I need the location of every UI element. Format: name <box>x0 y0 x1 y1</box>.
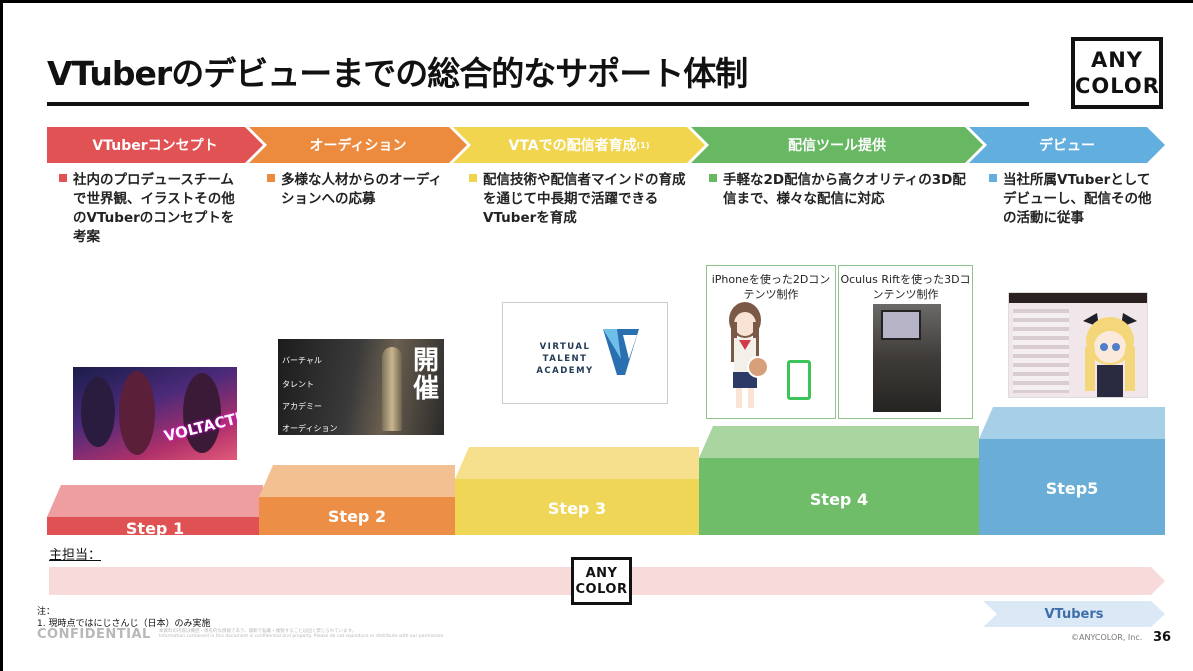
vta-wordmark: VIRTUAL TALENT ACADEMY <box>525 341 605 377</box>
phase-description-concept: 社内のプロデュースチームで世界観、イラストその他のVTuberのコンセプトを考案 <box>59 171 249 247</box>
page-number: 36 <box>1153 630 1172 645</box>
character-silhouette <box>183 373 221 453</box>
poster-big-text: 開催 <box>412 346 439 404</box>
description-text: 手軽な2D配信から高クオリティの3D配信まで、様々な配信に対応 <box>723 172 966 207</box>
poster-line: アカデミー <box>282 402 322 411</box>
poster-line: タレント <box>282 380 314 389</box>
step-label: Step 2 <box>327 506 387 526</box>
step-label: Step5 <box>1045 479 1099 498</box>
step-3-block: Step 3 <box>455 479 699 535</box>
vtuber-avatar-illustration <box>1083 313 1137 397</box>
card-2d-content: iPhoneを使った2Dコンテンツ制作 <box>706 265 836 419</box>
vta-emblem-icon <box>603 329 639 375</box>
phase-description-tools: 手軽な2D配信から高クオリティの3D配信まで、様々な配信に対応 <box>709 171 971 209</box>
step-5-top <box>979 407 1165 439</box>
owner-label: 主担当： <box>49 548 102 563</box>
bullet-square-icon <box>59 174 67 182</box>
phase-label: VTuberコンセプト <box>92 138 218 154</box>
microphone-icon <box>382 347 402 431</box>
phase-label: 配信ツール提供 <box>788 138 886 154</box>
step-4-block: Step 4 <box>699 458 979 535</box>
slide: VTuberのデビューまでの総合的なサポート体制 ANY COLOR VTube… <box>3 3 1193 671</box>
card-3d-content: Oculus Riftを使った3Dコンテンツ制作 <box>838 265 973 419</box>
character-silhouette <box>119 371 155 455</box>
anycolor-logo-small: ANY COLOR <box>571 557 632 605</box>
vta-line-3: ACADEMY <box>536 366 594 376</box>
phase-label: デビュー <box>1039 138 1095 154</box>
phase-label: オーディション <box>309 138 407 154</box>
virtual-talent-academy-logo: VIRTUAL TALENT ACADEMY <box>502 302 668 404</box>
step-1-top <box>47 485 263 517</box>
debut-stream-screenshot <box>1008 292 1148 398</box>
logo-line-2: COLOR <box>575 582 628 597</box>
phase-chevron-audition: オーディション <box>249 127 467 163</box>
step-2-top <box>259 465 455 497</box>
description-text: 社内のプロデュースチームで世界観、イラストその他のVTuberのコンセプトを考案 <box>73 172 235 245</box>
stream-chat-panel <box>1013 309 1069 393</box>
bullet-square-icon <box>469 174 477 182</box>
footnote-1: 1. 現時点ではにじさんじ（日本）のみ実施 <box>37 619 211 629</box>
person-face-photo <box>747 356 769 378</box>
copyright-text: ©ANYCOLOR, Inc. <box>1071 633 1143 642</box>
description-text: 当社所属VTuberとしてデビューし、配信その他の活動に従事 <box>1003 172 1152 226</box>
poster-line: バーチャル <box>282 356 322 365</box>
monitor-icon <box>881 310 921 340</box>
description-text: 配信技術や配信者マインドの育成を通じて中長期で活躍できるVTuberを育成 <box>483 172 686 226</box>
voltaction-image: VOLTACTION <box>73 367 237 460</box>
vtubers-label: VTubers <box>1044 606 1104 622</box>
bullet-square-icon <box>267 174 275 182</box>
phase-chevron-debut: デビュー <box>969 127 1165 163</box>
fine-print-ja: 本資料の内容は機密・専有的な情報であり、無断で転載・複製することは固く禁じられて… <box>159 629 357 634</box>
stream-window-bar <box>1009 293 1147 303</box>
poster-line: オーディション <box>282 424 338 433</box>
phase-chevron-concept: VTuberコンセプト <box>47 127 263 163</box>
phase-chevron-vta: VTAでの配信者育成(1) <box>453 127 705 163</box>
logo-line-1: ANY <box>585 566 618 581</box>
step-3-top <box>455 447 699 479</box>
character-silhouette <box>81 377 115 447</box>
phase-chevron-tools: 配信ツール提供 <box>691 127 983 163</box>
fine-print-en: Information contained in this document i… <box>159 634 445 639</box>
step-label: Step 4 <box>809 490 869 509</box>
vta-line-1: VIRTUAL <box>539 342 591 352</box>
step-4-top <box>699 426 979 458</box>
vta-line-2: TALENT <box>542 354 588 364</box>
phase-description-debut: 当社所属VTuberとしてデビューし、配信その他の活動に従事 <box>989 171 1165 228</box>
card-caption: Oculus Riftを使った3Dコンテンツ制作 <box>840 273 971 301</box>
logo-line-1: ANY <box>1090 48 1144 72</box>
step-label: Step 3 <box>547 499 607 518</box>
step-label: Step 1 <box>125 518 185 538</box>
phase-description-vta: 配信技術や配信者マインドの育成を通じて中長期で活躍できるVTuberを育成 <box>469 171 691 228</box>
card-caption: iPhoneを使った2Dコンテンツ制作 <box>711 273 831 301</box>
step-2-block: Step 2 <box>259 497 455 535</box>
description-text: 多様な人材からのオーディションへの応募 <box>281 172 443 207</box>
phase-description-audition: 多様な人材からのオーディションへの応募 <box>267 171 457 209</box>
audition-poster-image: バーチャル タレント アカデミー オーディション 開催 <box>278 339 444 435</box>
anycolor-logo: ANY COLOR <box>1071 37 1163 109</box>
footnote-marker: (1) <box>636 140 650 150</box>
confidential-mark: CONFIDENTIAL <box>37 627 151 642</box>
page-title: VTuberのデビューまでの総合的なサポート体制 <box>47 54 748 93</box>
bullet-square-icon <box>989 174 997 182</box>
phase-label: VTAでの配信者育成 <box>508 138 637 154</box>
step-5-block: Step5 <box>979 439 1165 535</box>
notes-heading: 注： <box>37 607 56 617</box>
bullet-square-icon <box>709 174 717 182</box>
vtubers-arrow-bar: VTubers <box>983 601 1165 627</box>
logo-line-2: COLOR <box>1075 74 1160 98</box>
smartphone-icon <box>787 360 811 400</box>
step-1-block: Step 1 <box>47 517 263 538</box>
title-rule <box>47 102 1029 106</box>
